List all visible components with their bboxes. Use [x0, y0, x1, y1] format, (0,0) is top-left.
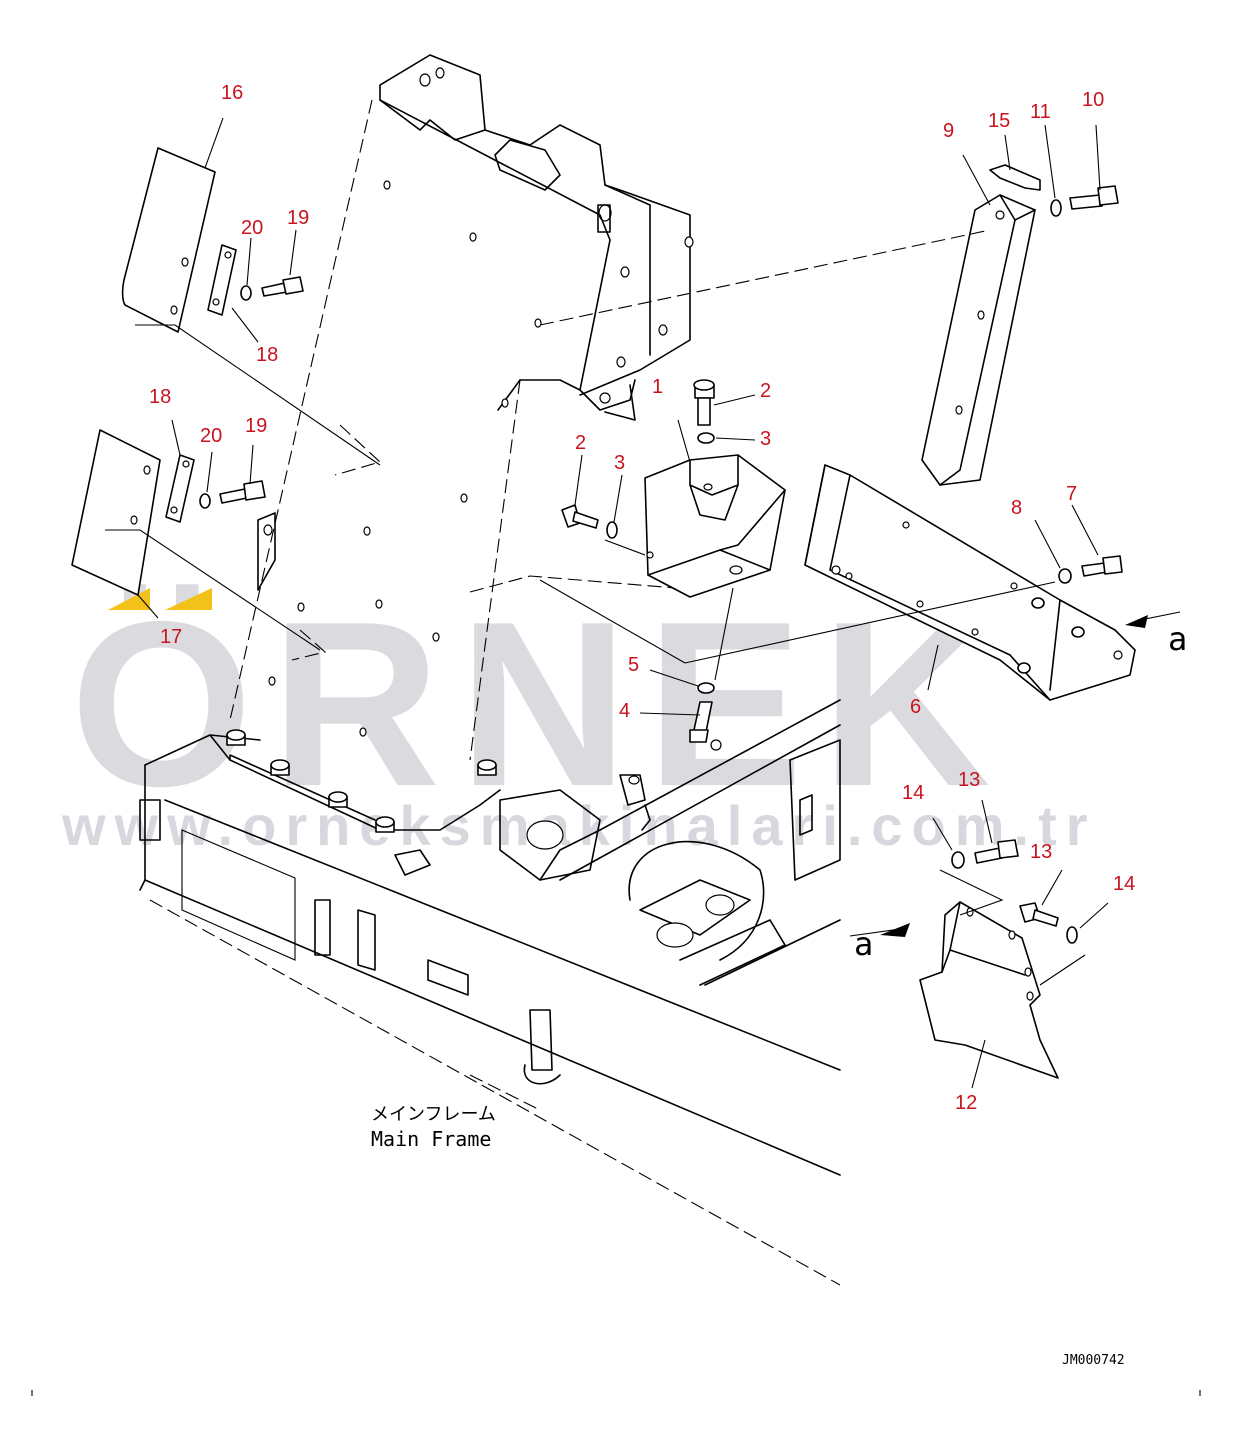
callout-18-lower: 18	[149, 386, 171, 408]
part-17-plate	[71, 429, 161, 619]
callout-8: 8	[1011, 497, 1022, 519]
callout-16: 16	[221, 82, 243, 104]
part-15-clip	[989, 134, 1041, 191]
callout-12: 12	[955, 1092, 977, 1114]
main-frame	[139, 699, 841, 1286]
callout-13-lower: 13	[1030, 841, 1052, 863]
callout-19-lower: 19	[245, 415, 267, 437]
callout-6: 6	[910, 696, 921, 718]
frame-label-ja: メインフレーム	[371, 1104, 496, 1125]
callout-11: 11	[1030, 101, 1051, 123]
callout-14-lower: 14	[1113, 873, 1135, 895]
callout-2-left: 2	[575, 432, 586, 454]
watermark: ÖRNEK www.orneksmakinalari.com.tr	[61, 572, 1097, 857]
part-6-tray	[539, 464, 1181, 701]
main-tower	[229, 54, 701, 761]
watermark-accent-left	[108, 588, 150, 610]
callout-3-left: 3	[614, 452, 625, 474]
watermark-brand: ÖRNEK	[70, 572, 1009, 835]
fasteners-13-14	[932, 799, 1109, 944]
callout-5: 5	[628, 654, 639, 676]
fasteners-10-11	[1044, 124, 1119, 217]
fasteners-4-5	[639, 587, 734, 743]
frame-label-en: Main Frame	[371, 1127, 491, 1151]
callout-9: 9	[943, 120, 954, 142]
part-12-guard	[849, 869, 1086, 1089]
callout-2-upper: 2	[760, 380, 771, 402]
callout-10: 10	[1082, 89, 1104, 111]
view-arrow-label-right: a	[1168, 620, 1187, 658]
callout-15: 15	[988, 110, 1010, 132]
callout-3-upper: 3	[760, 428, 771, 450]
callout-13-upper: 13	[958, 769, 980, 791]
fasteners-7-8	[1034, 504, 1123, 584]
watermark-accent-right	[165, 588, 212, 610]
callout-4: 4	[619, 700, 630, 722]
frame-bolts	[226, 729, 497, 833]
drawing-code: JM000742	[1062, 1353, 1125, 1368]
callout-17: 17	[160, 626, 182, 648]
view-arrow-label-left: a	[854, 925, 873, 963]
part-16-plate	[121, 117, 224, 333]
callout-7: 7	[1066, 483, 1077, 505]
callout-20-lower: 20	[200, 425, 222, 447]
callouts: 16 20 19 18 18 20 19 17 1 2 3 2 3 5 4 9 …	[149, 82, 1135, 1114]
part-18-clip-lower	[105, 419, 321, 651]
part-9-channel	[539, 154, 1036, 486]
callout-1: 1	[652, 376, 663, 398]
watermark-url: www.orneksmakinalari.com.tr	[61, 794, 1097, 857]
callout-20-upper: 20	[241, 217, 263, 239]
callout-18-upper: 18	[256, 344, 278, 366]
fasteners-2-3	[561, 379, 756, 556]
part-18-clip-upper	[135, 229, 381, 466]
part-1-box	[644, 419, 786, 598]
callout-14-upper: 14	[902, 782, 924, 804]
callout-19-upper: 19	[287, 207, 309, 229]
